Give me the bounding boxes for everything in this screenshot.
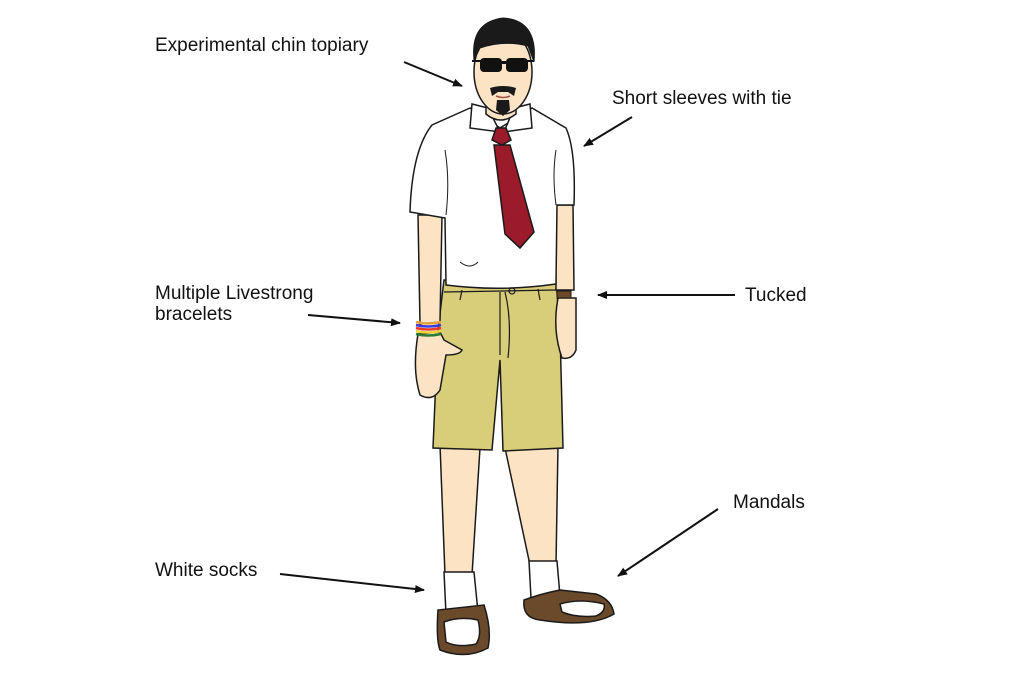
label-tucked: Tucked (745, 285, 807, 306)
label-bracelets-line1: Multiple Livestrong (155, 283, 314, 304)
annotation-arrows (279, 61, 735, 593)
label-bracelets-line2: bracelets (155, 304, 233, 325)
wristwatch (556, 290, 572, 299)
head (472, 17, 535, 116)
bracelet (415, 320, 442, 325)
shorts (432, 279, 564, 452)
arrow-mandals (617, 508, 719, 577)
shorts-details (443, 287, 557, 359)
bracelet (415, 332, 442, 337)
label-short-sleeves: Short sleeves with tie (612, 88, 792, 109)
legs (439, 444, 559, 576)
label-bracelets: Multiple Livestrong bracelets (155, 283, 375, 325)
bracelet (415, 326, 442, 331)
chin-topiary (490, 86, 516, 116)
mandals (436, 589, 615, 656)
shirt-wrinkles (444, 149, 557, 267)
label-chin-topiary: Experimental chin topiary (155, 35, 369, 56)
arrow-sleeves (583, 116, 633, 147)
white-socks (443, 560, 561, 615)
arrow-bracelets (307, 314, 401, 327)
short-sleeve-shirt (409, 107, 576, 290)
label-mandals: Mandals (733, 492, 805, 513)
arrow-chin (403, 61, 463, 87)
hair (473, 17, 535, 63)
arrow-socks (279, 573, 425, 593)
tie (491, 127, 535, 250)
bracelet (415, 329, 442, 334)
bracelet (415, 323, 442, 328)
sunglasses-icon (472, 58, 534, 72)
livestrong-bracelets (415, 320, 442, 337)
label-white-socks: White socks (155, 560, 258, 581)
